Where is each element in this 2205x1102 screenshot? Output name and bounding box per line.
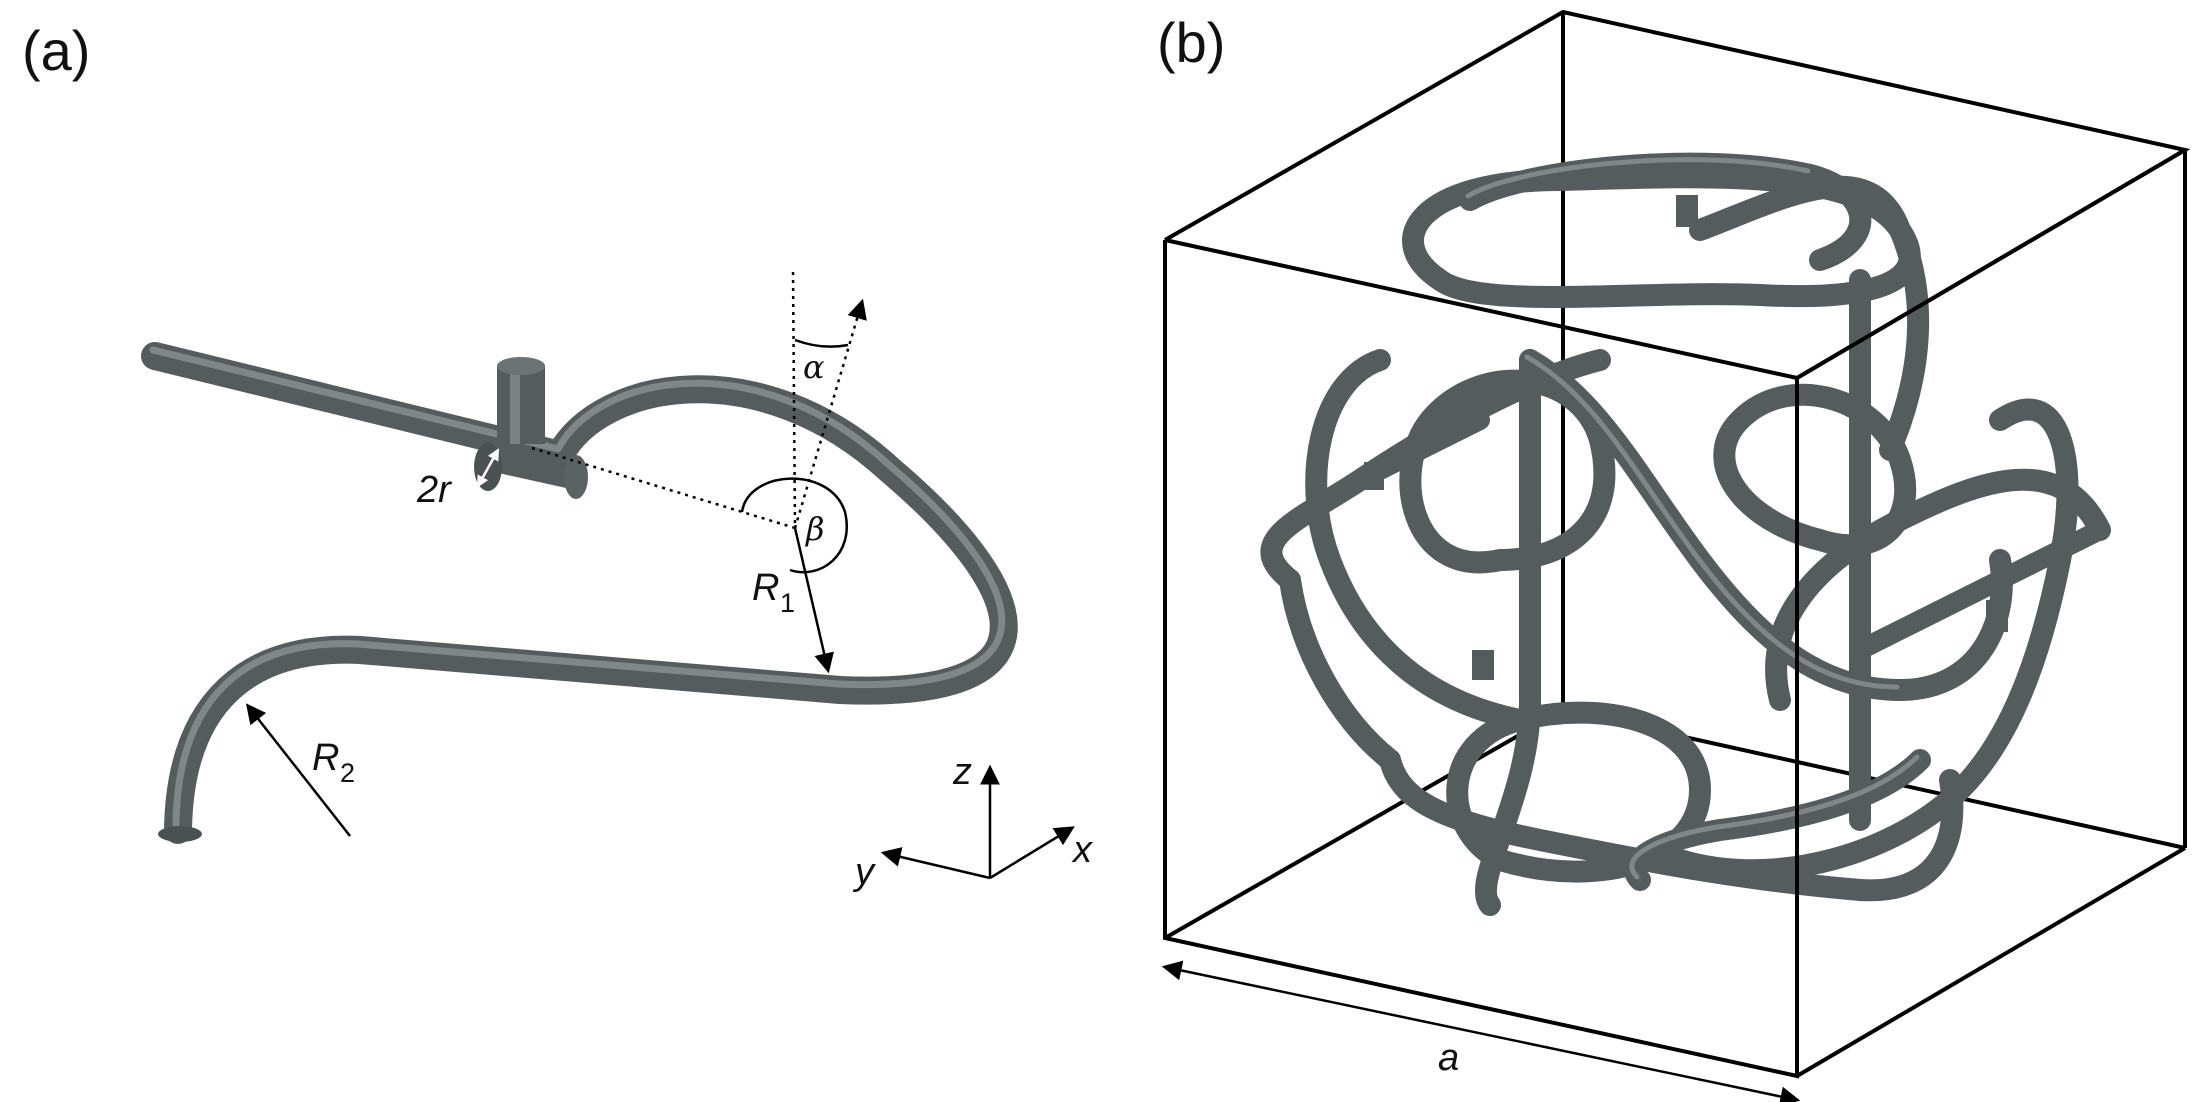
stub-left xyxy=(1472,650,1494,680)
r1-label: R 1 xyxy=(752,567,795,618)
stub-far-left xyxy=(1364,462,1384,490)
svg-text:1: 1 xyxy=(780,588,795,618)
panel-a: (a) 2r α β xyxy=(22,19,1094,893)
x-axis-arrow xyxy=(989,826,1075,880)
panel-b: (b) xyxy=(1157,9,2191,1102)
tube-end-cap xyxy=(158,826,202,842)
alpha-label: α xyxy=(803,348,825,386)
svg-text:2: 2 xyxy=(340,758,355,788)
r1-arrow xyxy=(793,527,834,674)
stub-top xyxy=(1676,195,1698,227)
reference-dotted-line xyxy=(531,446,796,530)
r2-arrow xyxy=(245,703,351,837)
beta-arc xyxy=(740,477,848,574)
alpha-arc xyxy=(794,338,849,348)
y-axis-arrow xyxy=(880,847,991,880)
vertical-stub xyxy=(497,366,545,444)
panel-b-label: (b) xyxy=(1157,11,1225,74)
beta-label: β xyxy=(805,510,825,548)
bent-tube xyxy=(141,342,1018,844)
panel-a-label: (a) xyxy=(22,19,90,82)
svg-text:R: R xyxy=(752,567,779,609)
vertical-dotted-line xyxy=(791,271,797,529)
svg-text:R: R xyxy=(312,737,339,779)
y-axis-label: y xyxy=(852,851,876,893)
r2-label: R 2 xyxy=(312,737,355,788)
coordinate-axes: z y x xyxy=(852,751,1094,893)
tube-network xyxy=(1260,152,2111,916)
diameter-arrow xyxy=(476,448,500,488)
diameter-label: 2r xyxy=(416,469,452,511)
edge-length-arrow xyxy=(1161,960,1801,1102)
stub-right xyxy=(1986,600,2008,632)
side-stub xyxy=(485,440,575,490)
z-axis-label: z xyxy=(952,751,972,793)
x-axis-label: x xyxy=(1071,829,1094,871)
edge-length-label: a xyxy=(1438,1037,1459,1079)
